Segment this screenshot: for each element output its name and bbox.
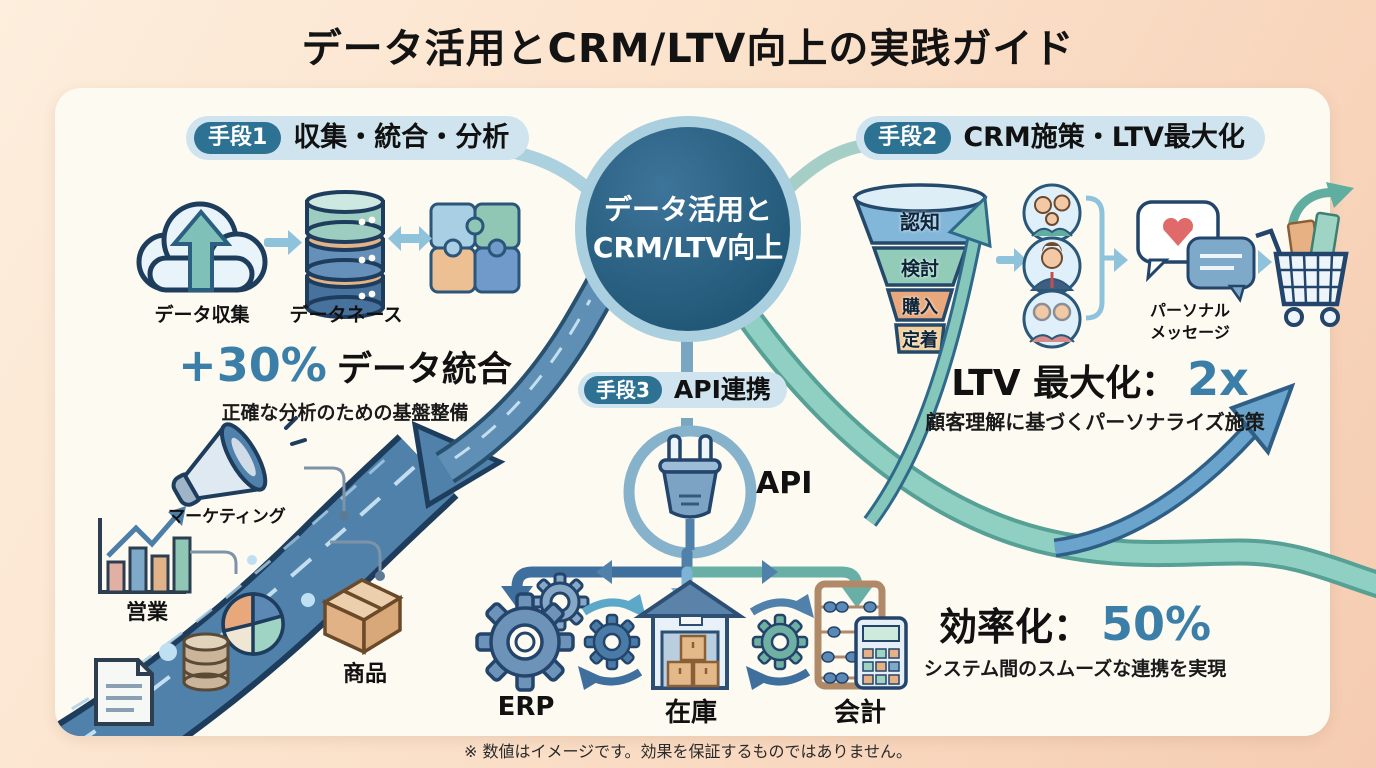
center-line2: CRM/LTV向上 — [592, 231, 784, 264]
funnel-stage-purchase: 購入 — [902, 297, 938, 318]
integration-stat-label: データ統合 — [336, 350, 512, 390]
ltv-stat-sub: 顧客理解に基づくパーソナライズ施策 — [925, 410, 1265, 434]
funnel-stage-consideration: 検討 — [900, 258, 939, 280]
personal-message-line1: パーソナル — [1149, 301, 1230, 320]
funnel-stage-retention: 定着 — [902, 330, 938, 351]
disclaimer-text: ※ 数値はイメージです。効果を保証するものではありません。 — [463, 742, 913, 761]
ltv-stat-prefix: LTV 最大化： — [951, 363, 1178, 404]
page-title: データ活用とCRM/LTV向上の実践ガイド — [301, 26, 1075, 72]
method3-label: API連携 — [673, 375, 771, 405]
method2-pill: 手段2 CRM施策・LTV最大化 — [856, 116, 1265, 161]
method2-badge: 手段2 — [864, 122, 952, 155]
funnel-stage-awareness: 認知 — [900, 210, 940, 234]
method1-label: 収集・統合・分析 — [293, 122, 510, 154]
personal-message-label: パーソナル メッセージ — [1130, 300, 1250, 343]
ltv-stat: LTV 最大化： 2x — [900, 352, 1300, 406]
ltv-stat-value: 2x — [1187, 352, 1249, 406]
efficiency-stat-sub: システム間のスムーズな連携を実現 — [923, 658, 1227, 680]
database-label: データネース — [289, 304, 403, 326]
cloud-label: データ収集 — [154, 304, 250, 326]
efficiency-stat-value: 50% — [1100, 597, 1212, 651]
method2-label: CRM施策・LTV最大化 — [963, 122, 1245, 154]
efficiency-stat: 効率化： 50% — [905, 596, 1245, 651]
method3-pill: 手段3 API連携 — [578, 372, 787, 408]
center-line1: データ活用と — [603, 193, 772, 227]
integration-stat: +30% データ統合 — [140, 338, 550, 392]
product-label: 商品 — [342, 662, 387, 687]
integration-stat-value: +30% — [178, 338, 327, 392]
method1-pill: 手段1 収集・統合・分析 — [186, 116, 530, 161]
efficiency-stat-prefix: 効率化： — [938, 605, 1091, 649]
accounting-label: 会計 — [833, 698, 886, 728]
center-node: データ活用と CRM/LTV向上 — [575, 116, 801, 342]
method3-badge: 手段3 — [584, 376, 662, 404]
personal-message-line2: メッセージ — [1150, 322, 1230, 342]
method1-badge: 手段1 — [194, 122, 282, 155]
inventory-label: 在庫 — [664, 698, 717, 728]
integration-stat-sub: 正確な分析のための基盤整備 — [221, 402, 469, 424]
api-label: API — [756, 466, 813, 501]
erp-label: ERP — [497, 692, 555, 722]
marketing-label: マーケティング — [168, 507, 286, 527]
sales-label: 営業 — [126, 600, 168, 624]
